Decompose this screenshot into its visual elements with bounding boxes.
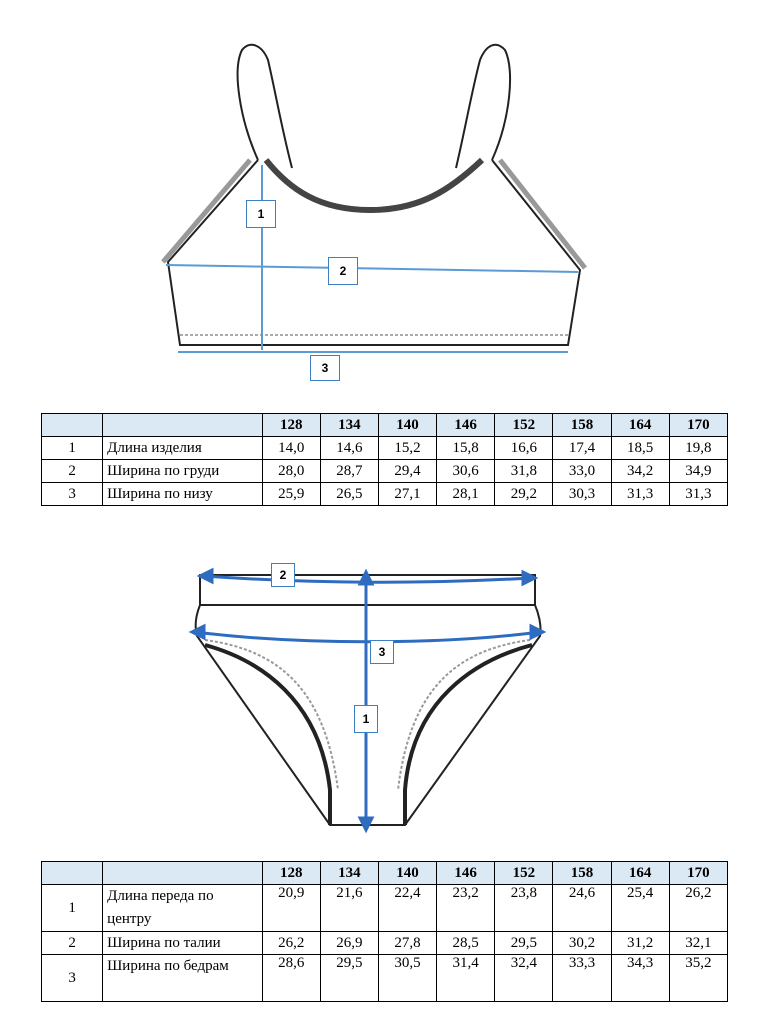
row-number: 1: [40, 436, 104, 460]
measurement-value: 15,2: [377, 436, 438, 460]
measurement-value: 33,3: [552, 954, 612, 1002]
row-number: 3: [40, 954, 104, 1002]
size-header: 128: [261, 861, 321, 885]
size-header: 152: [494, 861, 554, 885]
measurement-value: 29,5: [494, 931, 554, 955]
measurement-value: 31,2: [610, 931, 670, 955]
measurement-name: Длина изделия: [102, 436, 263, 460]
table-header-row: 128 134 140 146 152 158 164 170: [40, 861, 729, 885]
size-header: 170: [668, 413, 729, 437]
measurement-value: 26,5: [319, 482, 379, 506]
measurement-value: 29,2: [494, 482, 554, 506]
size-header: 158: [552, 861, 612, 885]
size-header: 128: [261, 413, 321, 437]
measurement-value: 21,6: [319, 884, 379, 932]
bra-label-2: 2: [328, 257, 358, 285]
size-header: 140: [377, 413, 438, 437]
measurement-value: 20,9: [261, 884, 321, 932]
measurement-name: Ширина по бедрам: [102, 954, 263, 1002]
measurement-value: 26,9: [319, 931, 379, 955]
measurement-value: 33,0: [552, 459, 612, 483]
measurement-value: 31,3: [610, 482, 670, 506]
measurement-value: 31,4: [436, 954, 496, 1002]
measurement-value: 31,3: [668, 482, 729, 506]
measurement-name: Длина переда по центру: [102, 884, 263, 932]
measurement-value: 26,2: [261, 931, 321, 955]
measurement-name: Ширина по груди: [102, 459, 263, 483]
measurement-value: 29,4: [377, 459, 438, 483]
size-header: 134: [319, 861, 379, 885]
size-header: 146: [436, 861, 496, 885]
bra-measure-lines: [165, 165, 579, 353]
measurement-value: 27,8: [377, 931, 438, 955]
measurement-value: 31,8: [494, 459, 554, 483]
row-number: 2: [40, 931, 104, 955]
measurement-name: Ширина по низу: [102, 482, 263, 506]
measurement-value: 18,5: [610, 436, 670, 460]
table-header-row: 128 134 140 146 152 158 164 170: [40, 413, 729, 437]
size-header: 164: [610, 861, 670, 885]
size-header: 152: [494, 413, 554, 437]
measurement-value: 32,4: [494, 954, 554, 1002]
measurement-value: 14,6: [319, 436, 379, 460]
bra-drawing: [161, 43, 587, 346]
measurement-value: 30,3: [552, 482, 612, 506]
measurement-value: 28,1: [436, 482, 496, 506]
size-header: 170: [668, 861, 729, 885]
row-number: 3: [40, 482, 104, 506]
measurement-value: 34,3: [610, 954, 670, 1002]
row-number: 2: [40, 459, 104, 483]
measurement-value: 24,6: [552, 884, 612, 932]
briefs-measure-lines: [188, 567, 547, 834]
briefs-label-2: 2: [271, 563, 295, 587]
measurement-value: 14,0: [261, 436, 321, 460]
measurement-value: 27,1: [377, 482, 438, 506]
measurement-value: 19,8: [668, 436, 729, 460]
measurement-value: 35,2: [668, 954, 729, 1002]
size-header: 158: [552, 413, 612, 437]
measurement-value: 34,2: [610, 459, 670, 483]
measurement-value: 23,2: [436, 884, 496, 932]
bra-label-3: 3: [310, 355, 340, 381]
measurement-value: 15,8: [436, 436, 496, 460]
size-header: 146: [436, 413, 496, 437]
briefs-label-3: 3: [370, 640, 394, 664]
measurement-value: 23,8: [494, 884, 554, 932]
measurement-value: 32,1: [668, 931, 729, 955]
measurement-value: 34,9: [668, 459, 729, 483]
measurement-value: 30,2: [552, 931, 612, 955]
measurement-value: 28,0: [261, 459, 321, 483]
measurement-value: 30,5: [377, 954, 438, 1002]
bra-label-1: 1: [246, 200, 276, 228]
row-number: 1: [40, 884, 104, 932]
measurement-name: Ширина по талии: [102, 931, 263, 955]
measurement-value: 16,6: [494, 436, 554, 460]
briefs-label-1: 1: [354, 705, 378, 733]
measurement-value: 28,7: [319, 459, 379, 483]
measurement-value: 25,9: [261, 482, 321, 506]
measurement-value: 25,4: [610, 884, 670, 932]
measurement-value: 28,5: [436, 931, 496, 955]
size-header: 134: [319, 413, 379, 437]
briefs-drawing: [194, 574, 542, 826]
measurement-value: 29,5: [319, 954, 379, 1002]
size-header: 164: [610, 413, 670, 437]
measurement-value: 26,2: [668, 884, 729, 932]
size-header: 140: [377, 861, 438, 885]
measurement-value: 28,6: [261, 954, 321, 1002]
measurement-value: 17,4: [552, 436, 612, 460]
measurement-value: 30,6: [436, 459, 496, 483]
measurement-value: 22,4: [377, 884, 438, 932]
